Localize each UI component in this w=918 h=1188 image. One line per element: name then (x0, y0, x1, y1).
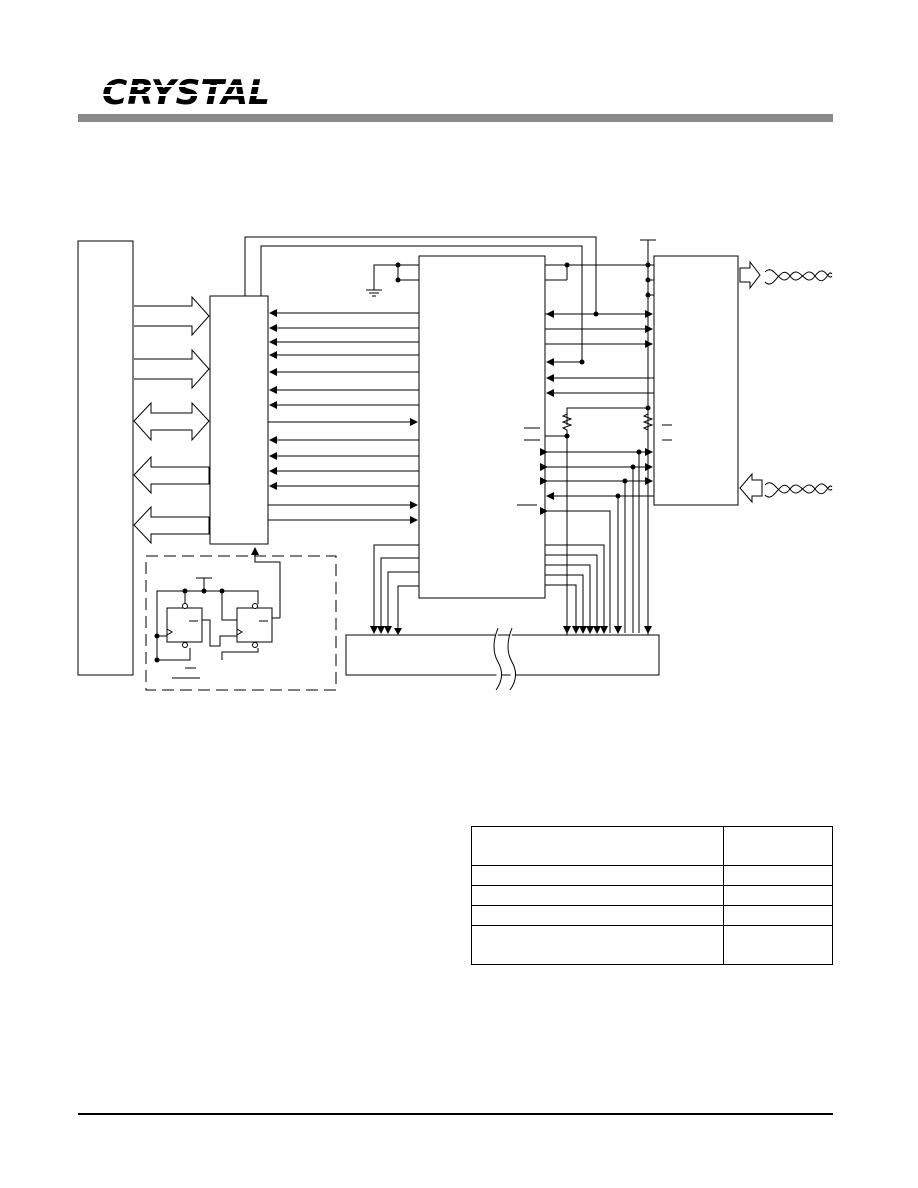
output-arrow (739, 260, 761, 290)
table-cell (723, 885, 833, 906)
table-cell (471, 905, 724, 926)
logo-text: CRYSTAL (102, 73, 270, 112)
twisted-pair-in (764, 482, 833, 494)
crystal-logo: CRYSTAL (100, 73, 275, 112)
main-ic-block (418, 255, 546, 599)
table-row (471, 885, 833, 906)
bus-arrow (134, 295, 210, 337)
table-cell (471, 865, 724, 886)
table-cell (471, 925, 724, 965)
host-bus-block (77, 240, 134, 676)
header-rule (78, 114, 833, 122)
bus-arrow-left (133, 505, 210, 545)
table-row (471, 905, 833, 926)
transceiver-block (653, 255, 739, 506)
input-arrow (739, 472, 763, 504)
twisted-pair-out (764, 269, 833, 281)
flip-flop (166, 607, 203, 643)
bidirectional-bus-arrow (133, 401, 210, 442)
table-row (471, 826, 833, 866)
table-cell (471, 826, 724, 866)
table-cell (471, 885, 724, 906)
spec-table (471, 826, 833, 965)
flip-flop (236, 607, 273, 643)
interface-logic-block (209, 295, 269, 545)
clock-circuit-region (145, 555, 337, 691)
table-row (471, 865, 833, 886)
connector-block (345, 634, 660, 676)
table-cell (723, 925, 833, 965)
table-cell (723, 865, 833, 886)
bus-arrow-left (133, 455, 210, 495)
footer-rule (78, 1113, 833, 1115)
table-cell (723, 905, 833, 926)
table-cell (723, 826, 833, 866)
table-row (471, 925, 833, 965)
bus-arrow (134, 348, 210, 390)
